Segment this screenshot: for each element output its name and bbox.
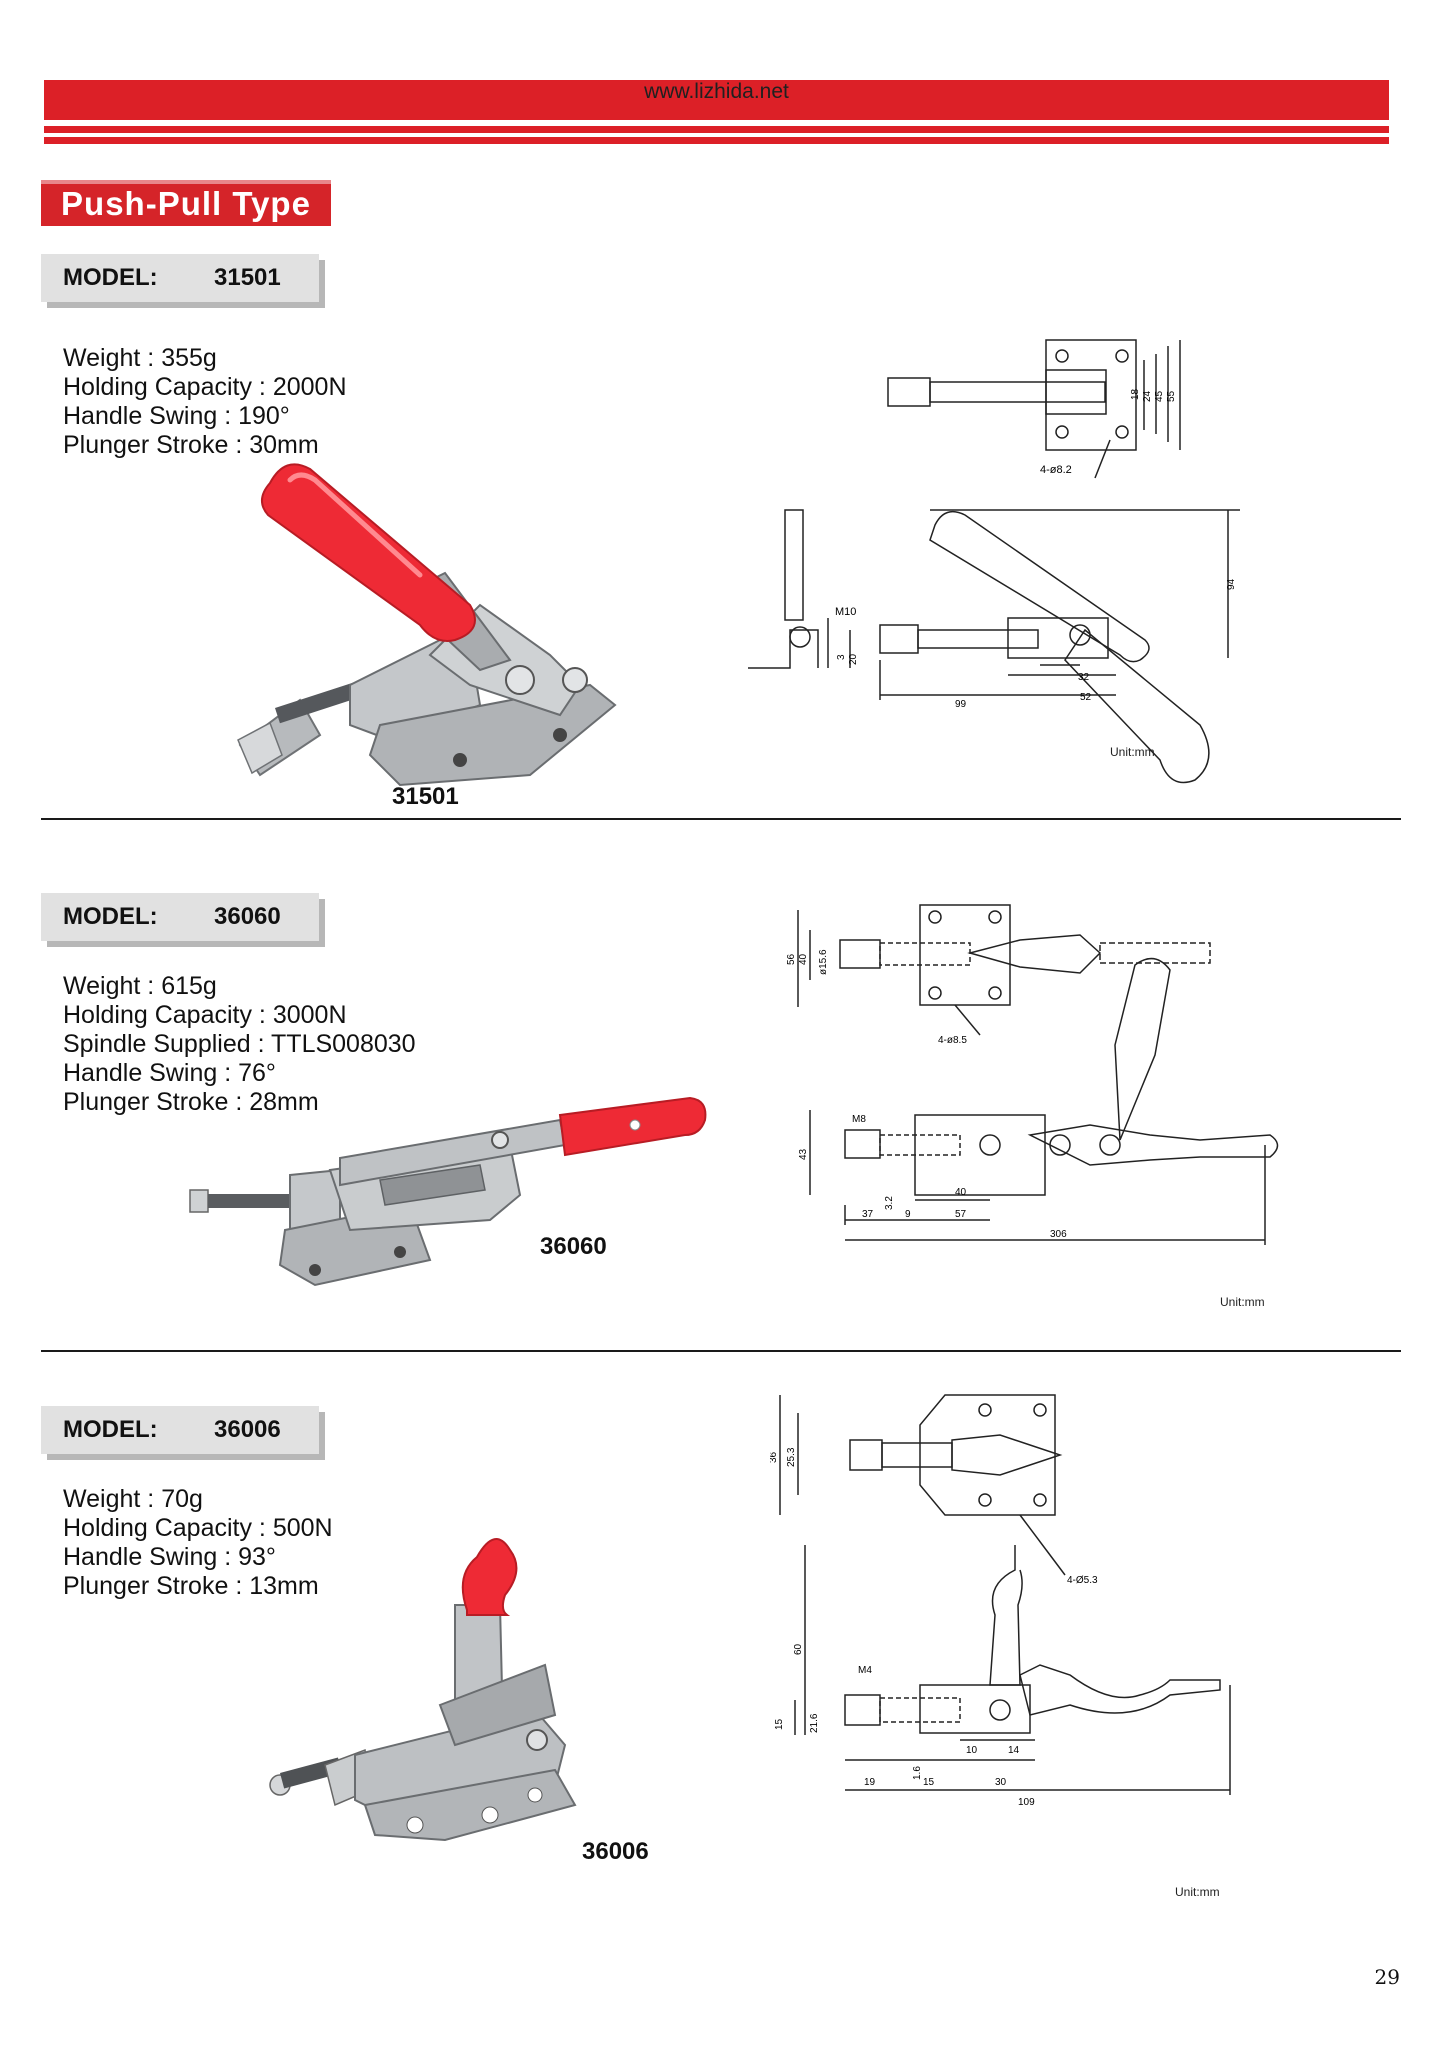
model-label: MODEL: (63, 903, 158, 930)
dim-label-thread: M8 (852, 1114, 866, 1125)
specs-36060: Weight : 615g Holding Capacity : 3000N S… (63, 972, 416, 1117)
dim-label-24: 24 (1142, 390, 1153, 402)
clamp-photo-36060 (189, 1096, 707, 1287)
dim-label-109: 109 (1018, 1797, 1035, 1808)
dim-label-56: 56 (786, 953, 797, 965)
dim-label-37: 37 (862, 1209, 874, 1220)
spec-plunger-stroke: Plunger Stroke : 30mm (63, 431, 319, 459)
dim-label-3: 3 (836, 654, 847, 660)
specs-36006: Weight : 70g Holding Capacity : 500N Han… (63, 1485, 333, 1601)
technical-drawing-36006: 36 25.3 4-Ø5.3 M4 60 15 21.6 1.6 10 14 1… (770, 1394, 1231, 1808)
dim-label-thread: M10 (835, 606, 856, 618)
dim-label-60: 60 (793, 1643, 804, 1655)
section-divider-2 (41, 1350, 1401, 1352)
dim-label-18: 18 (1130, 388, 1141, 400)
spec-weight: Weight : 70g (63, 1485, 203, 1513)
technical-drawing-31501: 4-ø8.2 18 24 45 55 M10 94 99 52 32 20 3 (748, 339, 1240, 784)
dim-label-36: 36 (770, 1451, 779, 1463)
dim-label-15a: 15 (774, 1718, 785, 1730)
dim-label-43: 43 (798, 1148, 809, 1160)
dim-label-9: 9 (905, 1209, 911, 1220)
dim-label-52: 52 (1080, 692, 1092, 703)
model-box-36060: MODEL: 36060 (41, 893, 319, 941)
spec-handle-swing: Handle Swing : 190° (63, 402, 290, 430)
dim-label-94: 94 (1226, 578, 1237, 590)
specs-31501: Weight : 355g Holding Capacity : 2000N H… (63, 344, 347, 460)
photo-caption-36060: 36060 (540, 1233, 607, 1260)
spec-spindle-supplied: Spindle Supplied : TTLS008030 (63, 1030, 416, 1058)
spec-handle-swing: Handle Swing : 76° (63, 1059, 276, 1087)
spec-weight: Weight : 355g (63, 344, 217, 372)
dim-label-20: 20 (848, 653, 859, 665)
dim-label-holes: 4-ø8.2 (1040, 464, 1072, 476)
dim-label-25-3: 25.3 (786, 1447, 797, 1467)
section-divider-1 (41, 818, 1401, 820)
dim-label-19: 19 (864, 1777, 876, 1788)
spec-plunger-stroke: Plunger Stroke : 28mm (63, 1088, 319, 1116)
dim-label-3-2: 3.2 (884, 1196, 895, 1210)
dim-label-40: 40 (798, 953, 809, 965)
header-band (44, 80, 1389, 120)
spec-holding-capacity: Holding Capacity : 2000N (63, 373, 347, 401)
unit-label-36006: Unit:mm (1175, 1885, 1220, 1899)
model-number: 36060 (214, 903, 281, 930)
model-number: 36006 (214, 1416, 281, 1443)
unit-label-36060: Unit:mm (1220, 1295, 1265, 1309)
clamp-photo-36006 (269, 1538, 577, 1842)
dim-label-30: 30 (995, 1777, 1007, 1788)
model-label: MODEL: (63, 264, 158, 291)
dim-label-57: 57 (955, 1209, 967, 1220)
dim-label-45: 45 (1154, 390, 1165, 402)
header-stripe-2 (44, 137, 1389, 144)
section-title: Push-Pull Type (61, 185, 311, 222)
dim-label-thread: M4 (858, 1665, 872, 1676)
photo-caption-36006: 36006 (582, 1838, 649, 1865)
clamp-photo-31501 (237, 463, 617, 787)
section-title-box (41, 180, 331, 226)
spec-holding-capacity: Holding Capacity : 3000N (63, 1001, 347, 1029)
dim-label-dia: ø15.6 (818, 949, 829, 975)
technical-drawing-36060: 4-ø8.5 56 40 ø15.6 M8 43 3.2 40 37 9 57 … (786, 904, 1279, 1245)
unit-label-31501: Unit:mm (1110, 745, 1155, 759)
header-stripe-1 (44, 126, 1389, 133)
spec-weight: Weight : 615g (63, 972, 217, 1000)
spec-plunger-stroke: Plunger Stroke : 13mm (63, 1572, 319, 1600)
dim-label-10: 10 (966, 1745, 978, 1756)
dim-label-21-6: 21.6 (809, 1713, 820, 1733)
dim-label-306: 306 (1050, 1229, 1067, 1240)
model-number: 31501 (214, 264, 281, 291)
dim-label-1-6: 1.6 (912, 1766, 923, 1780)
dim-label-holes: 4-ø8.5 (938, 1035, 967, 1046)
dim-label-14: 14 (1008, 1745, 1020, 1756)
model-box-31501: MODEL: 31501 (41, 254, 319, 302)
model-label: MODEL: (63, 1416, 158, 1443)
photo-caption-31501: 31501 (392, 783, 459, 810)
dim-label-holes: 4-Ø5.3 (1067, 1575, 1098, 1586)
model-box-36006: MODEL: 36006 (41, 1406, 319, 1454)
page-number: 29 (1374, 1965, 1400, 1989)
spec-handle-swing: Handle Swing : 93° (63, 1543, 276, 1571)
header-url[interactable]: www.lizhida.net (644, 80, 789, 103)
dim-label-40b: 40 (955, 1187, 967, 1198)
spec-holding-capacity: Holding Capacity : 500N (63, 1514, 333, 1542)
dim-label-99: 99 (955, 699, 967, 710)
dim-label-32: 32 (1078, 672, 1090, 683)
dim-label-15b: 15 (923, 1777, 935, 1788)
dim-label-55: 55 (1166, 390, 1177, 402)
